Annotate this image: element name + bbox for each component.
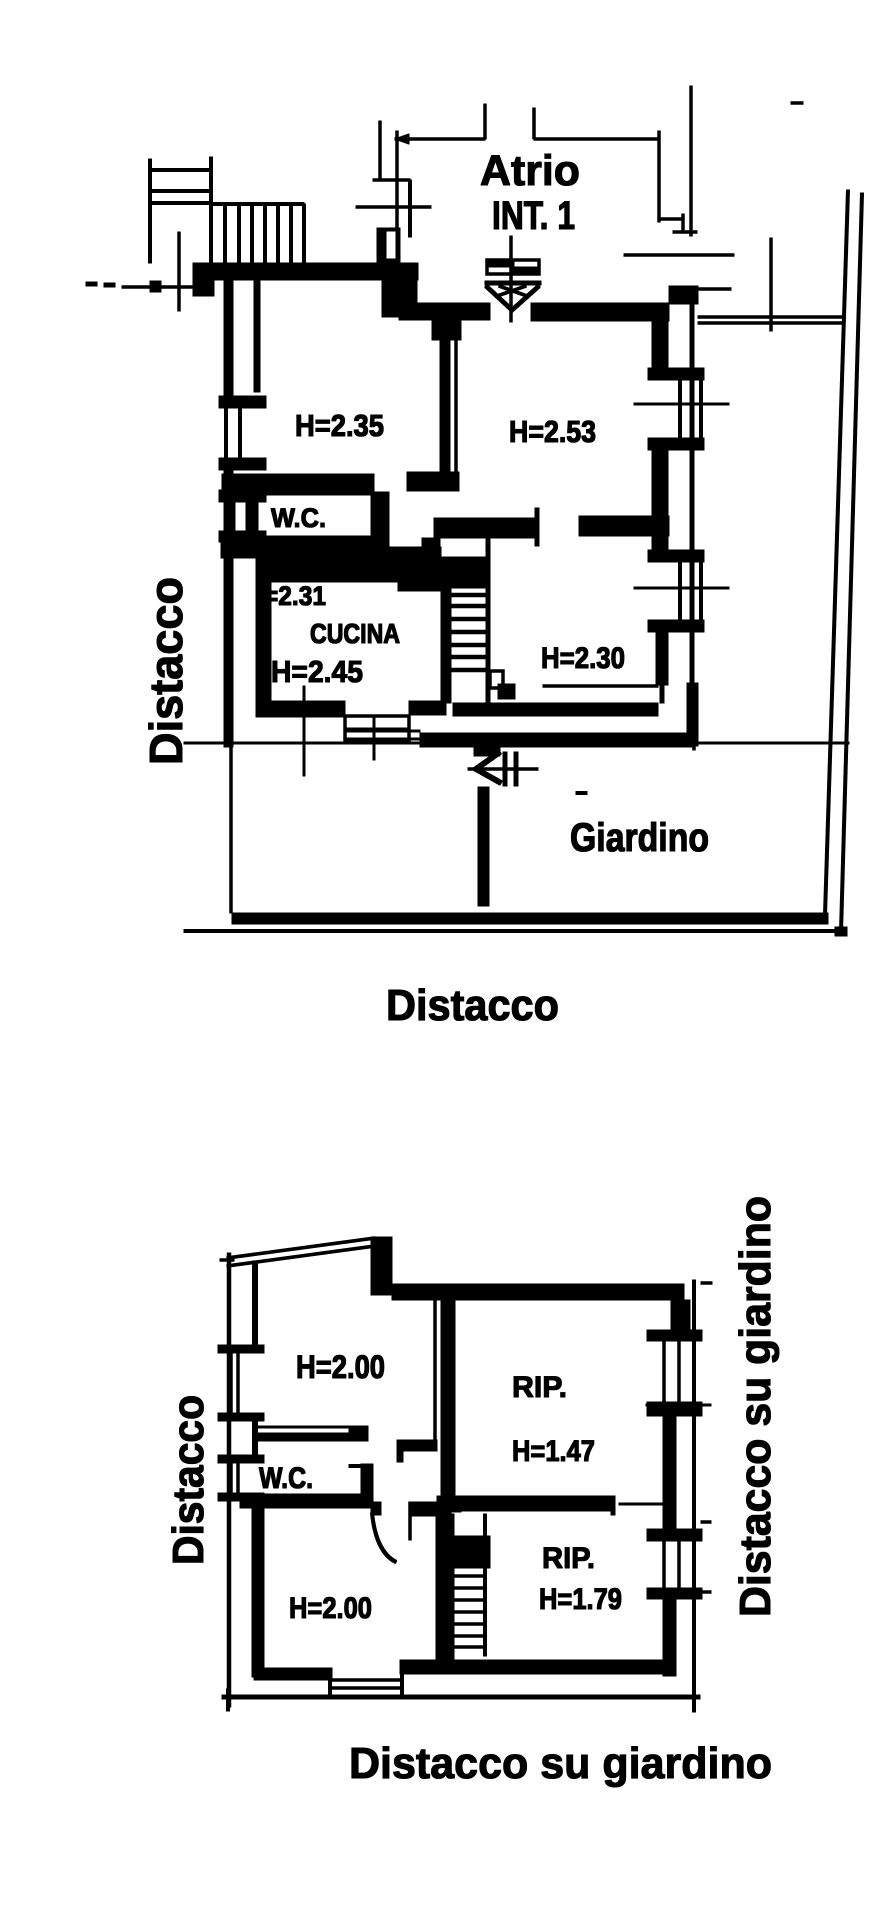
svg-text:RIP.: RIP.: [542, 1542, 595, 1575]
svg-text:Distacco: Distacco: [386, 981, 559, 1030]
svg-text:H=1.79: H=1.79: [539, 1583, 622, 1616]
svg-text:Distacco: Distacco: [164, 1395, 213, 1565]
svg-text:INT. 1: INT. 1: [492, 194, 575, 238]
svg-text:H=2.30: H=2.30: [541, 642, 625, 675]
svg-text:H=2.35: H=2.35: [295, 408, 384, 443]
svg-text:Distacco su giardino: Distacco su giardino: [731, 1196, 780, 1617]
svg-text:H=2.00: H=2.00: [296, 1349, 385, 1385]
svg-text:=2.31: =2.31: [264, 581, 326, 611]
svg-text:Giardino: Giardino: [570, 816, 709, 860]
svg-text:CUCINA: CUCINA: [310, 618, 400, 649]
svg-text:Atrio: Atrio: [480, 147, 580, 195]
svg-text:W.C.: W.C.: [259, 1462, 313, 1495]
svg-text:W.C.: W.C.: [271, 503, 326, 533]
svg-text:H=2.00: H=2.00: [289, 1592, 372, 1625]
svg-text:H=1.47: H=1.47: [512, 1435, 595, 1468]
svg-text:Distacco su giardino: Distacco su giardino: [349, 1739, 772, 1788]
svg-text:RIP.: RIP.: [512, 1371, 567, 1404]
svg-text:H=2.45: H=2.45: [271, 654, 363, 689]
svg-text:Distacco: Distacco: [140, 577, 192, 765]
svg-text:H=2.53: H=2.53: [509, 414, 596, 449]
